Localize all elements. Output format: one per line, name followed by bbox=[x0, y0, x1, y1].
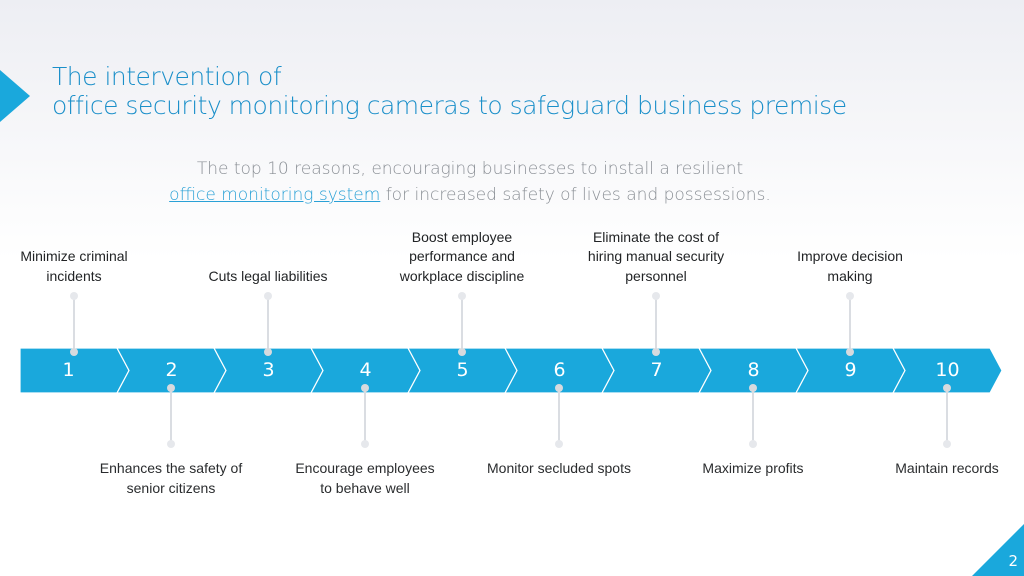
step-label: Cuts legal liabilities bbox=[208, 267, 328, 284]
step-number: 10 bbox=[935, 359, 960, 381]
connector-line bbox=[558, 390, 560, 444]
step-number: 2 bbox=[165, 359, 178, 381]
title-line-1: The intervention of bbox=[52, 62, 282, 91]
step-label: Enhances the safety of senior citizens bbox=[99, 460, 243, 496]
step-label: Eliminate the cost of hiring manual secu… bbox=[587, 228, 725, 284]
connector-dot bbox=[361, 440, 369, 448]
connector-line bbox=[267, 296, 269, 352]
connector-dot bbox=[361, 384, 369, 392]
subtitle-line-2-rest: for increased safety of lives and posses… bbox=[380, 185, 771, 205]
connector-dot bbox=[70, 348, 78, 356]
timeline-segment bbox=[310, 348, 421, 393]
subtitle-line-2: office monitoring system for increased s… bbox=[0, 182, 940, 208]
step-label: Minimize criminal incidents bbox=[20, 248, 128, 284]
office-monitoring-system-link[interactable]: office monitoring system bbox=[169, 185, 381, 205]
title-line-2: office security monitoring cameras to sa… bbox=[52, 91, 847, 120]
connector-dot bbox=[555, 440, 563, 448]
timeline-segment bbox=[601, 348, 712, 393]
connector-line bbox=[752, 390, 754, 444]
timeline-segment bbox=[504, 348, 615, 393]
connector-dot bbox=[749, 384, 757, 392]
step-number: 9 bbox=[844, 359, 857, 381]
step-label: Improve decision making bbox=[797, 248, 903, 284]
connector-line bbox=[364, 390, 366, 444]
timeline-svg bbox=[19, 348, 1003, 393]
connector-dot bbox=[555, 384, 563, 392]
timeline-segment bbox=[407, 348, 518, 393]
timeline-segment bbox=[795, 348, 906, 393]
timeline-band bbox=[0, 348, 1024, 393]
step-number: 5 bbox=[456, 359, 469, 381]
connector-dot bbox=[264, 292, 272, 300]
connector-dot bbox=[943, 440, 951, 448]
title-accent-arrow bbox=[0, 70, 30, 122]
connector-dot bbox=[652, 348, 660, 356]
step-number: 4 bbox=[359, 359, 372, 381]
step-number: 1 bbox=[62, 359, 75, 381]
connector-dot bbox=[943, 384, 951, 392]
page-number: 2 bbox=[1008, 552, 1018, 570]
connector-line bbox=[655, 296, 657, 352]
page-number-corner bbox=[972, 524, 1024, 576]
subtitle: The top 10 reasons, encouraging business… bbox=[0, 156, 940, 208]
step-number: 3 bbox=[262, 359, 275, 381]
connector-dot bbox=[652, 292, 660, 300]
timeline-segment bbox=[213, 348, 324, 393]
step-number: 7 bbox=[650, 359, 663, 381]
timeline-segment bbox=[892, 348, 1003, 393]
page-title: The intervention of office security moni… bbox=[52, 62, 847, 120]
connector-line bbox=[73, 296, 75, 352]
connector-dot bbox=[70, 292, 78, 300]
connector-dot bbox=[458, 292, 466, 300]
connector-dot bbox=[264, 348, 272, 356]
connector-dot bbox=[749, 440, 757, 448]
connector-line bbox=[946, 390, 948, 444]
step-number: 8 bbox=[747, 359, 760, 381]
step-number: 6 bbox=[553, 359, 566, 381]
timeline-segment bbox=[698, 348, 809, 393]
connector-dot bbox=[458, 348, 466, 356]
timeline-segment bbox=[116, 348, 227, 393]
connector-dot bbox=[167, 384, 175, 392]
connector-dot bbox=[846, 348, 854, 356]
step-label: Encourage employees to behave well bbox=[295, 460, 435, 496]
step-label: Maintain records bbox=[895, 460, 999, 476]
connector-line bbox=[170, 390, 172, 444]
connector-line bbox=[461, 296, 463, 352]
connector-line bbox=[849, 296, 851, 352]
step-label: Boost employee performance and workplace… bbox=[399, 228, 525, 284]
connector-dot bbox=[846, 292, 854, 300]
subtitle-line-1: The top 10 reasons, encouraging business… bbox=[196, 159, 744, 179]
step-label: Monitor secluded spots bbox=[487, 460, 631, 476]
step-label: Maximize profits bbox=[702, 460, 804, 476]
connector-dot bbox=[167, 440, 175, 448]
